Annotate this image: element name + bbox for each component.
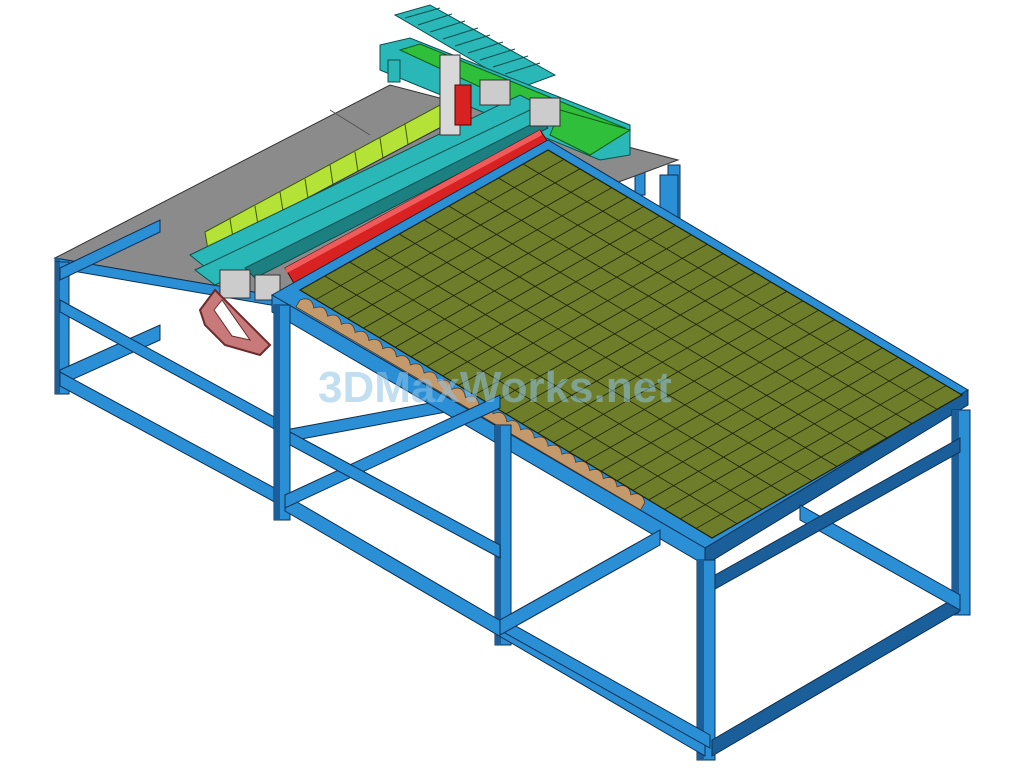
mat-grid-line xyxy=(394,206,644,348)
mat-grid-line xyxy=(521,281,772,424)
mat-grid-line xyxy=(648,356,899,501)
mat-grid-line xyxy=(442,234,692,377)
mat-grid-line xyxy=(363,187,612,329)
mat-grid-line xyxy=(379,196,628,339)
mat-grid-line xyxy=(616,338,867,482)
tool-bracket xyxy=(198,288,272,357)
mat-grid-line xyxy=(489,262,740,405)
conveyor-slats xyxy=(404,7,541,75)
mat-grid-line xyxy=(347,177,596,319)
mat-grid-line xyxy=(664,366,915,510)
roller-row xyxy=(295,298,646,511)
mat-grid-line xyxy=(695,385,947,529)
mat-grid-line xyxy=(585,319,835,463)
mat-grid-line xyxy=(426,225,676,367)
mat-grid-line xyxy=(410,215,660,358)
mat-grid-line xyxy=(474,253,724,396)
mat-grid-line xyxy=(680,375,931,520)
right-table xyxy=(270,139,971,761)
mat-grid-line xyxy=(600,328,851,472)
mat-grid-line xyxy=(537,290,788,434)
mat-grid-line xyxy=(315,159,565,300)
mat-grid-line xyxy=(569,309,819,453)
mat-grid xyxy=(315,159,947,529)
mat-grid-line xyxy=(553,300,803,443)
mat-grid-line xyxy=(505,272,756,415)
mat-grid-line xyxy=(331,168,581,310)
mat-grid-line xyxy=(458,243,708,386)
gantry-rail xyxy=(189,54,561,301)
watermark-text: 3DMaxWorks.net xyxy=(318,363,672,412)
mat-grid-line xyxy=(632,347,883,491)
